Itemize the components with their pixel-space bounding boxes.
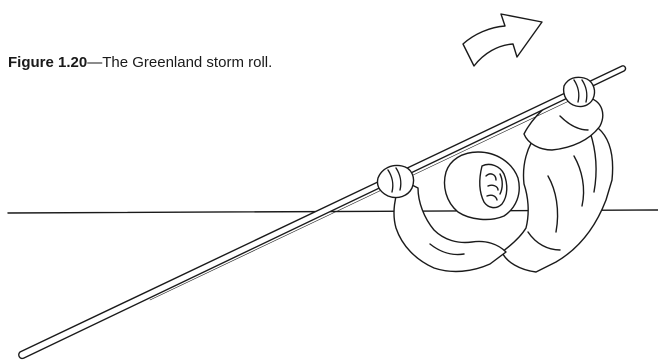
rotation-arrow-icon [463, 14, 542, 66]
paddler-head [445, 152, 520, 219]
paddler-lower-hand [377, 166, 413, 198]
paddler-upper-hand [564, 77, 595, 106]
